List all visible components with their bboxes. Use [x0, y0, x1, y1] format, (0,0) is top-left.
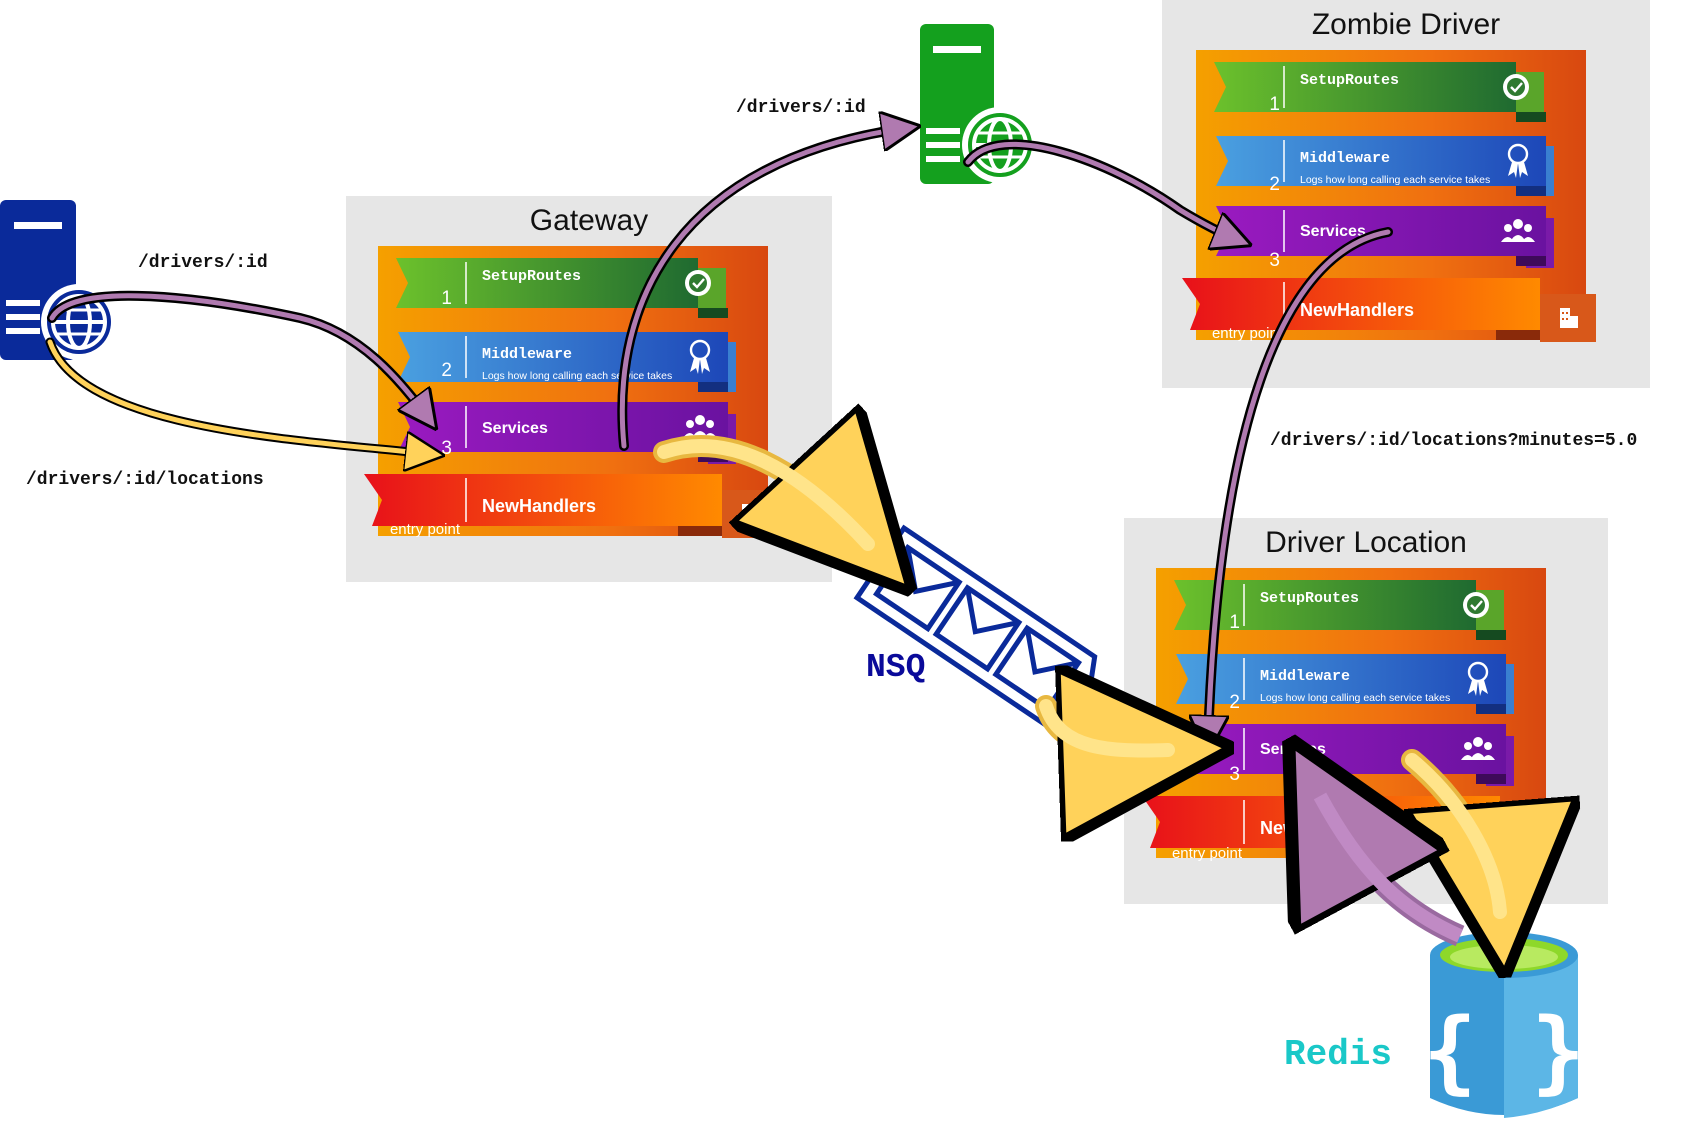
service-title: Zombie Driver	[1312, 8, 1500, 41]
route-label-client-locations: /drivers/:id/locations	[26, 470, 264, 490]
svg-text:{ }: { }	[1423, 999, 1586, 1104]
database-icon: { }	[1423, 932, 1586, 1118]
service-title: Driver Location	[1265, 526, 1467, 559]
middleware-label: Middleware	[1260, 668, 1350, 685]
entry-point-label: entry point	[1212, 325, 1283, 342]
message-queue-icon	[853, 524, 1098, 730]
arrow-redis-to-location	[1320, 796, 1465, 947]
new-handlers-label: NewHandlers	[1300, 300, 1414, 320]
services-label: Services	[482, 420, 548, 437]
step-number: 3	[441, 438, 452, 459]
route-label-gateway-proxy: /drivers/:id	[736, 98, 866, 118]
new-handlers-label: NewHandlers	[482, 496, 596, 516]
service-title: Gateway	[530, 204, 648, 237]
step-number: 2	[1269, 174, 1280, 195]
middleware-label: Middleware	[482, 346, 572, 363]
middleware-description: Logs how long calling each service takes	[1260, 692, 1450, 704]
step-number: 2	[441, 360, 452, 381]
setup-routes-label: SetupRoutes	[1260, 590, 1359, 607]
driver-location-service: Driver Location SetupRoutes 1 Middleware…	[1124, 518, 1608, 904]
zombie-driver-service: Zombie Driver SetupRoutes 1 Middleware L…	[1162, 0, 1650, 388]
step-number: 3	[1229, 764, 1240, 785]
step-number: 2	[1229, 692, 1240, 713]
client-web-server	[0, 200, 117, 360]
route-label-zombie-location: /drivers/:id/locations?minutes=5.0	[1270, 431, 1637, 451]
step-number: 3	[1269, 250, 1280, 271]
http-call-arrows	[47, 128, 1393, 740]
setup-routes-label: SetupRoutes	[482, 268, 581, 285]
services-label: Services	[1300, 223, 1366, 240]
store-label: Redis	[1284, 1034, 1392, 1075]
route-label-client-id: /drivers/:id	[138, 253, 268, 273]
envelope-icon	[932, 584, 1023, 673]
middleware-label: Middleware	[1300, 150, 1390, 167]
entry-point-label: entry point	[390, 521, 461, 538]
queue-label: NSQ	[866, 649, 925, 686]
step-number: 1	[1269, 94, 1280, 115]
middleware-description: Logs how long calling each service takes	[482, 370, 672, 382]
gateway-target-web-server	[920, 24, 1038, 184]
setup-routes-label: SetupRoutes	[1300, 72, 1399, 89]
step-number: 1	[1229, 612, 1240, 633]
services-label: Services	[1260, 741, 1326, 758]
step-number: 1	[441, 288, 452, 309]
gateway-service: Gateway SetupRoutes 1 Middleware Logs ho…	[346, 196, 832, 582]
new-handlers-label: NewHandlers	[1260, 818, 1374, 838]
entry-point-label: entry point	[1172, 845, 1243, 862]
middleware-description: Logs how long calling each service takes	[1300, 174, 1490, 186]
